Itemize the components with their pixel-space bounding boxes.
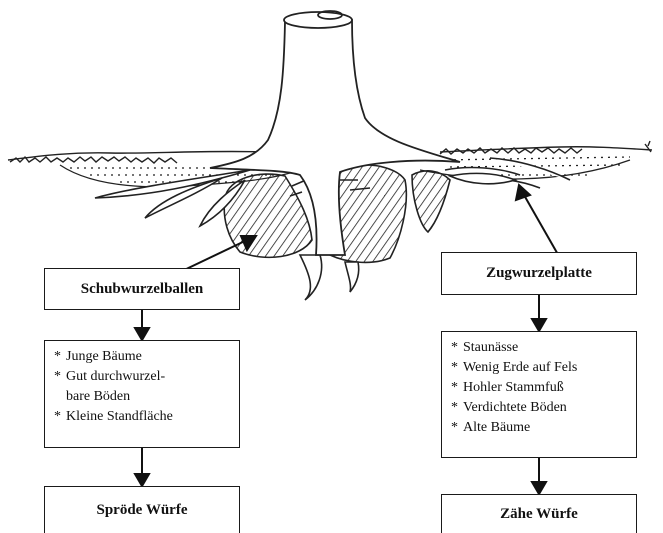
list-item-text: Kleine Standfläche: [66, 407, 173, 427]
sproede-wuerfe-title: Spröde Würfe: [97, 502, 188, 519]
arrow-right-root: [516, 185, 560, 258]
list-item: * Alte Bäume: [451, 418, 636, 438]
list-item: * Kleine Standfläche: [54, 407, 239, 427]
list-item-text: Hohler Stammfuß: [463, 378, 564, 398]
bullet-mark: *: [451, 378, 463, 398]
list-item-text: Verdichtete Böden: [463, 398, 567, 418]
left-conditions-box: * Junge Bäume * Gut durchwurzel- bare Bö…: [44, 340, 240, 448]
list-item-text: Junge Bäume: [66, 347, 142, 367]
zaehe-wuerfe-title: Zähe Würfe: [500, 506, 578, 523]
list-item-text: Staunässe: [463, 338, 518, 358]
list-item: * Staunässe: [451, 338, 636, 358]
list-item-text: Alte Bäume: [463, 418, 530, 438]
bullet-mark: *: [451, 338, 463, 358]
list-item: * Gut durchwurzel- bare Böden: [54, 367, 239, 407]
schubwurzelballen-box: Schubwurzelballen: [44, 268, 240, 310]
bullet-mark: *: [451, 398, 463, 418]
bullet-mark: *: [451, 358, 463, 378]
schubwurzelballen-title: Schubwurzelballen: [81, 281, 204, 298]
zaehe-wuerfe-box: Zähe Würfe: [441, 494, 637, 533]
zugwurzelplatte-box: Zugwurzelplatte: [441, 252, 637, 295]
list-item-text: Wenig Erde auf Fels: [463, 358, 577, 378]
list-item-text: Gut durchwurzel- bare Böden: [66, 367, 165, 407]
list-item: * Hohler Stammfuß: [451, 378, 636, 398]
list-item: * Junge Bäume: [54, 347, 239, 367]
bullet-mark: *: [54, 347, 66, 367]
bullet-mark: *: [54, 407, 66, 427]
sproede-wuerfe-box: Spröde Würfe: [44, 486, 240, 533]
list-item: * Verdichtete Böden: [451, 398, 636, 418]
zugwurzelplatte-title: Zugwurzelplatte: [486, 265, 592, 282]
list-item: * Wenig Erde auf Fels: [451, 358, 636, 378]
bullet-mark: *: [451, 418, 463, 438]
bullet-mark: *: [54, 367, 66, 407]
right-conditions-box: * Staunässe * Wenig Erde auf Fels * Hohl…: [441, 331, 637, 458]
